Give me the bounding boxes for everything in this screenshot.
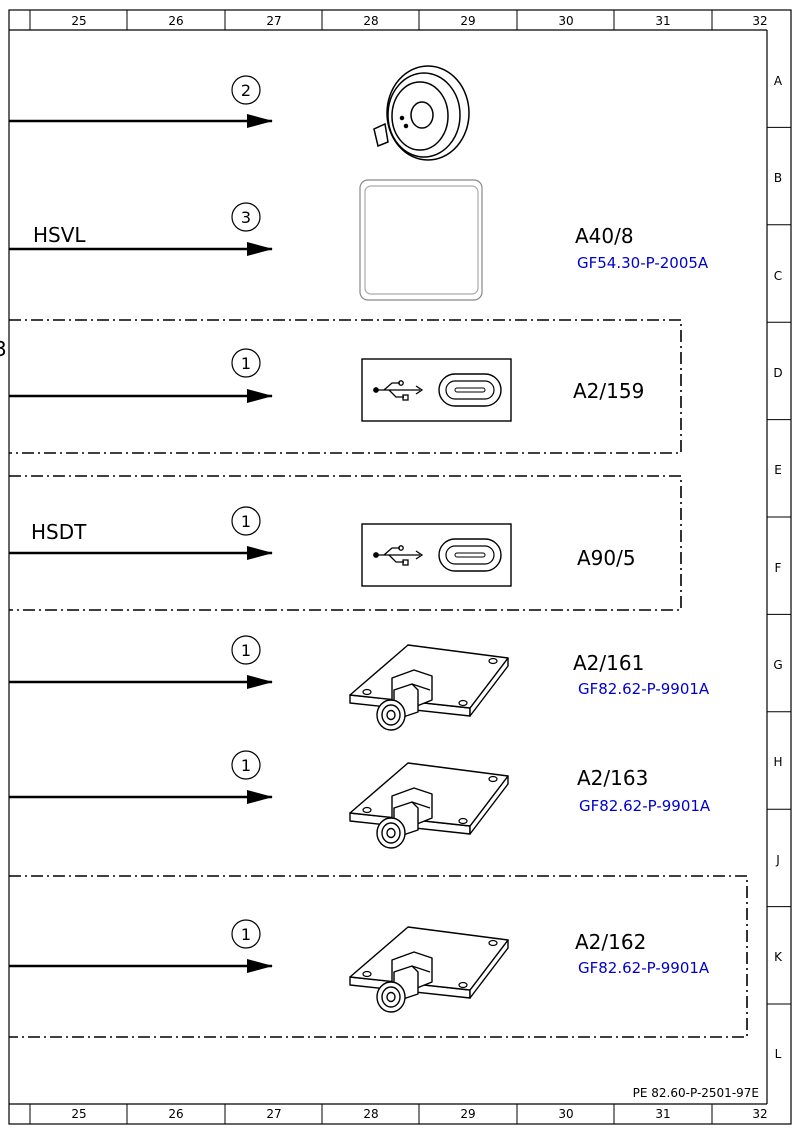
wire-label-hsvl: HSVL — [33, 223, 86, 247]
column-number: 30 — [558, 14, 573, 28]
usb-c-socket-icon — [361, 523, 512, 587]
wire-numbers: 2 3 1 1 1 1 1 — [231, 75, 261, 949]
antenna-connector-board-icon — [349, 762, 509, 849]
column-number: 29 — [460, 1107, 475, 1121]
row-letters: A B C D E F G H J K L — [773, 74, 783, 1061]
usb-symbol-icon — [373, 545, 424, 566]
column-number: 31 — [655, 14, 670, 28]
wire-number-circle — [231, 75, 261, 105]
enclosure-a2-159 — [9, 319, 682, 454]
wire-number-circle — [231, 919, 261, 949]
column-number: 32 — [752, 1107, 767, 1121]
wire-number: 2 — [241, 81, 251, 100]
column-numbers-bottom: 25 26 27 28 29 30 31 32 — [71, 1107, 767, 1121]
component-link[interactable]: GF82.62-P-9901A — [578, 680, 710, 698]
wire-number: 1 — [241, 354, 251, 373]
row-letter: B — [774, 171, 782, 185]
component-link[interactable]: GF54.30-P-2005A — [577, 254, 709, 272]
component-id: A2/159 — [573, 379, 644, 403]
column-number: 31 — [655, 1107, 670, 1121]
column-number: 29 — [460, 14, 475, 28]
wire-number-circle — [231, 348, 261, 378]
wire-label-clipped: 3 — [0, 337, 7, 361]
wire-number: 1 — [241, 512, 251, 531]
usb-c-socket-icon — [361, 358, 512, 422]
row-letter: D — [773, 366, 782, 380]
component-enclosures — [9, 319, 748, 1038]
column-number: 28 — [363, 14, 378, 28]
row-letter: G — [773, 658, 782, 672]
wire-number-circle — [231, 635, 261, 665]
component-link[interactable]: GF82.62-P-9901A — [579, 797, 711, 815]
component-id: A2/161 — [573, 651, 644, 675]
component-id: A2/163 — [577, 766, 648, 790]
row-letter: L — [775, 1047, 782, 1061]
component-id: A40/8 — [575, 224, 634, 248]
row-letter: A — [774, 74, 783, 88]
column-number: 25 — [71, 1107, 86, 1121]
column-number: 26 — [168, 14, 183, 28]
page-reference: PE 82.60-P-2501-97E — [633, 1086, 759, 1100]
component-id: A90/5 — [577, 546, 636, 570]
column-number: 32 — [752, 14, 767, 28]
row-letter: J — [775, 853, 780, 867]
speaker-icon — [373, 65, 470, 161]
wire-number: 1 — [241, 925, 251, 944]
column-number: 25 — [71, 14, 86, 28]
antenna-connector-board-icon — [349, 644, 509, 731]
row-letter: F — [775, 561, 782, 575]
row-letter: K — [774, 950, 783, 964]
column-number: 26 — [168, 1107, 183, 1121]
column-number: 27 — [266, 1107, 281, 1121]
component-id: A2/162 — [575, 930, 646, 954]
column-number: 27 — [266, 14, 281, 28]
wire-number-circle — [231, 202, 261, 232]
display-icon — [359, 179, 483, 301]
wire-number: 3 — [241, 208, 251, 227]
antenna-connector-board-icon — [349, 926, 509, 1013]
usb-symbol-icon — [373, 380, 424, 401]
component-link[interactable]: GF82.62-P-9901A — [578, 959, 710, 977]
column-number: 28 — [363, 1107, 378, 1121]
wire-number-circle — [231, 750, 261, 780]
enclosure-a90-5 — [9, 475, 682, 611]
column-numbers-top: 25 26 27 28 29 30 31 32 — [71, 14, 767, 28]
column-number: 30 — [558, 1107, 573, 1121]
row-letter: E — [774, 463, 782, 477]
drawing-frame — [8, 9, 792, 1125]
enclosure-a2-162 — [9, 875, 748, 1038]
wires — [9, 114, 273, 973]
row-letter: C — [774, 269, 782, 283]
wire-number-circle — [231, 506, 261, 536]
wire-label-hsdt: HSDT — [31, 520, 87, 544]
wire-number: 1 — [241, 756, 251, 775]
row-letter: H — [773, 755, 782, 769]
wire-number: 1 — [241, 641, 251, 660]
